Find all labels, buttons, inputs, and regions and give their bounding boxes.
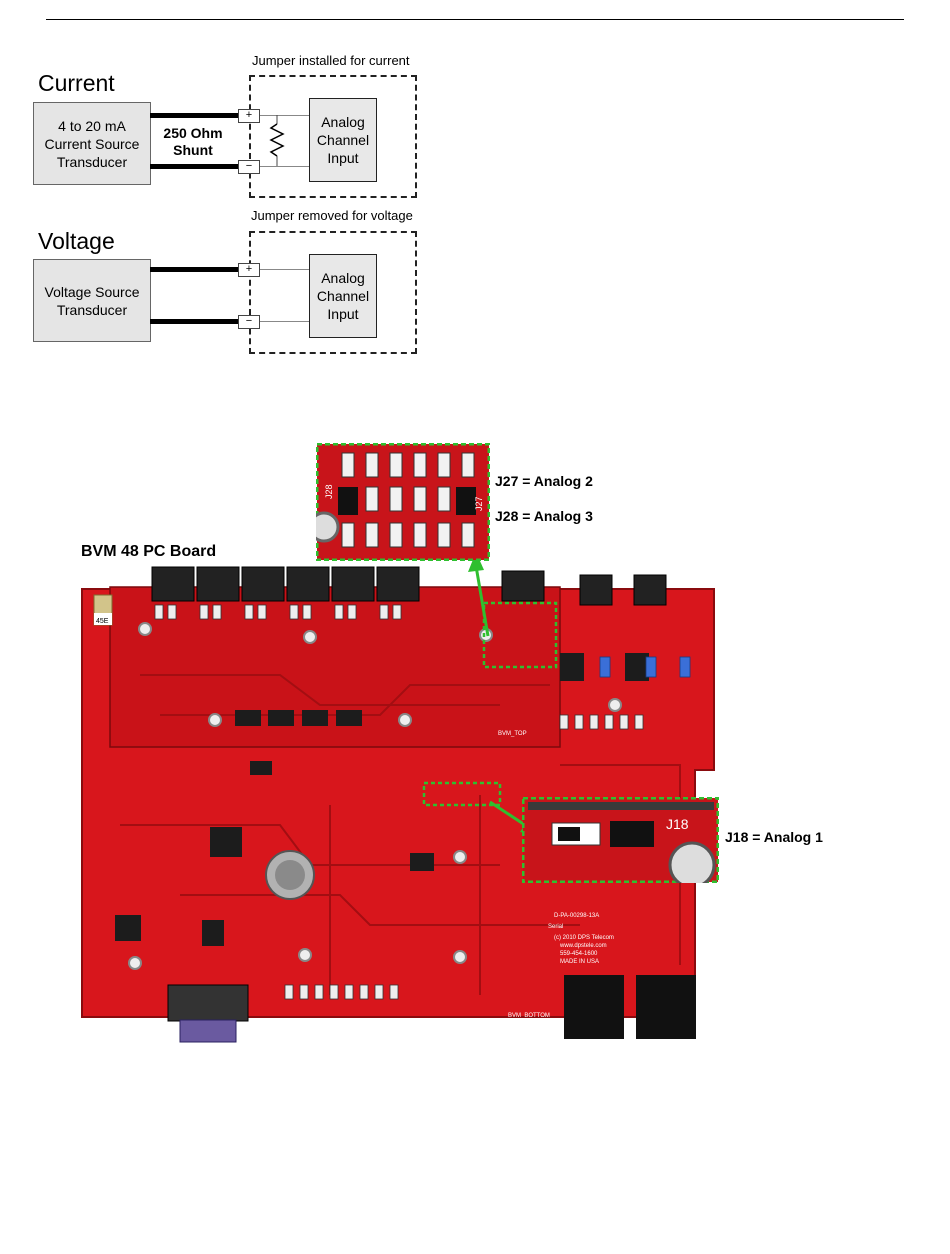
current-input-line-1: Analog bbox=[321, 114, 365, 130]
callout-j18: J18 = Analog 1 bbox=[725, 829, 823, 845]
silk-top: BVM_TOP bbox=[498, 731, 527, 737]
voltage-analog-input-box: Analog Channel Input bbox=[309, 254, 377, 338]
zoom-j27-label: J27 bbox=[474, 496, 484, 511]
header-rule bbox=[46, 19, 904, 20]
current-input-line-3: Input bbox=[327, 150, 359, 166]
silk-serial-5: 559-454-1600 bbox=[560, 951, 598, 957]
current-plus-wire bbox=[150, 113, 238, 118]
voltage-plus-wire bbox=[150, 267, 238, 272]
callout-j27: J27 = Analog 2 bbox=[495, 473, 593, 489]
voltage-plus-lead bbox=[260, 269, 310, 270]
current-minus-terminal: − bbox=[238, 160, 260, 174]
voltage-jumper-note: Jumper removed for voltage bbox=[251, 208, 413, 223]
current-source-box: 4 to 20 mA Current Source Transducer bbox=[33, 102, 151, 185]
voltage-minus-lead bbox=[260, 321, 310, 322]
silk-serial-2: Serial bbox=[548, 924, 563, 930]
current-source-line-3: Transducer bbox=[56, 153, 128, 170]
voltage-source-box: Voltage Source Transducer bbox=[33, 259, 151, 342]
voltage-input-line-1: Analog bbox=[321, 270, 365, 286]
voltage-jumper-frame bbox=[249, 231, 417, 354]
shunt-label-line-1: 250 Ohm bbox=[163, 125, 223, 141]
zoom-j28-label: J28 bbox=[324, 484, 334, 499]
silk-serial-3: (c) 2010 DPS Telecom bbox=[554, 935, 614, 941]
voltage-plus-terminal: + bbox=[238, 263, 260, 277]
j27-j28-zoom-inset: J28 J27 bbox=[316, 443, 490, 561]
voltage-minus-wire bbox=[150, 319, 238, 324]
j18-zoom-inset: J18 bbox=[522, 797, 719, 883]
silk-serial-6: MADE IN USA bbox=[560, 959, 599, 965]
current-jumper-frame bbox=[249, 75, 417, 198]
silk-bottom: BVM_BOTTOM bbox=[508, 1013, 550, 1019]
voltage-input-line-3: Input bbox=[327, 306, 359, 322]
shunt-label: 250 Ohm Shunt bbox=[162, 125, 224, 159]
silk-45e: 45E bbox=[96, 618, 109, 625]
current-analog-input-box: Analog Channel Input bbox=[309, 98, 377, 182]
current-plus-lead bbox=[260, 115, 310, 116]
callout-j28: J28 = Analog 3 bbox=[495, 508, 593, 524]
zoom-j18-label: J18 bbox=[666, 816, 689, 832]
current-plus-terminal: + bbox=[238, 109, 260, 123]
silk-serial-1: D-PA-00298-13A bbox=[554, 913, 599, 919]
voltage-heading: Voltage bbox=[38, 228, 115, 254]
current-input-line-2: Channel bbox=[316, 132, 370, 148]
current-minus-wire bbox=[150, 164, 238, 169]
current-source-line-2: Current Source bbox=[44, 135, 140, 152]
shunt-label-line-2: Shunt bbox=[173, 142, 213, 158]
current-minus-lead bbox=[260, 166, 310, 167]
voltage-source-line-1: Voltage Source bbox=[44, 283, 140, 300]
silk-serial-4: www.dpstele.com bbox=[559, 943, 607, 949]
pcb-board-image: 45E BVM_TOP BVM_BOTTOM D-PA-00298-13A Se… bbox=[81, 566, 715, 1043]
current-jumper-note: Jumper installed for current bbox=[252, 53, 410, 68]
current-heading: Current bbox=[38, 70, 115, 96]
shunt-resistor-icon bbox=[269, 115, 285, 166]
voltage-input-line-2: Channel bbox=[316, 288, 370, 304]
current-source-line-1: 4 to 20 mA bbox=[58, 117, 126, 134]
callout-arrows bbox=[468, 552, 540, 836]
voltage-minus-terminal: − bbox=[238, 315, 260, 329]
voltage-source-line-2: Transducer bbox=[56, 301, 128, 318]
board-title: BVM 48 PC Board bbox=[81, 543, 217, 560]
